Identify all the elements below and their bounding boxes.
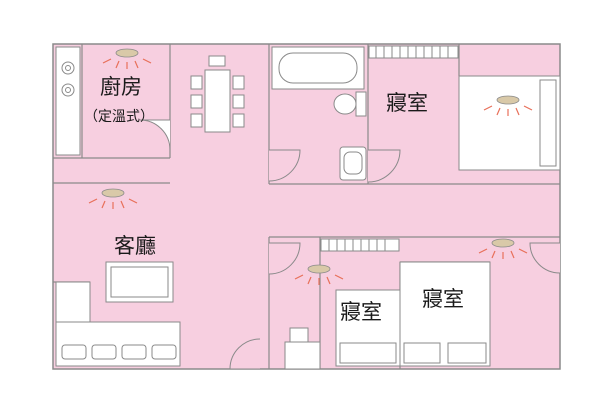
room-label-living: 客廳 [114,234,156,258]
room-label-bedroom-small: 寢室 [340,300,382,324]
smoke-detector-icon [294,264,344,285]
living-table [105,261,174,303]
bed-icon [458,75,561,171]
room-label-kitchen: 廚房 [100,75,142,99]
wardrobe [368,45,459,59]
smoke-detector-icon [102,48,152,69]
sofa-icon [55,281,181,367]
dining-table-icon [190,55,245,133]
room-label-kitchen-note: （定溫式） [84,109,154,125]
bed-icon [335,289,401,367]
smoke-detector-icon [88,188,138,209]
bed-icon [399,261,491,367]
wardrobe-bottom [320,238,400,252]
room-label-bedroom-bottom-right: 寢室 [422,287,464,311]
smoke-detector-icon [478,238,528,259]
stove-icon [55,46,81,156]
doors [139,119,561,370]
smoke-detector-icon [483,95,533,116]
toilet-icon [333,91,367,181]
room-label-bedroom-top-right: 寢室 [386,91,428,115]
bathtub-icon [271,46,365,90]
desk-icon [284,327,321,370]
